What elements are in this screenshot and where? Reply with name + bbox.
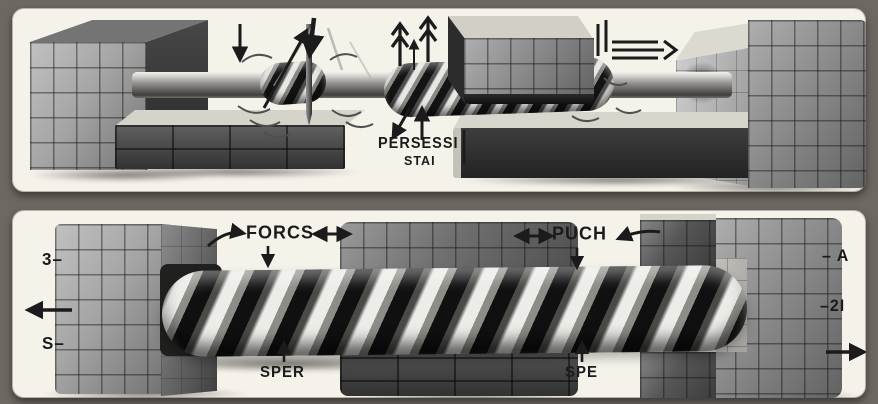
margin-right-middle-label: –2I [820, 297, 846, 316]
right-block-upper-arm [640, 220, 716, 270]
diagonal-impact-arrow-icon [262, 27, 309, 109]
force-label: FORCS [246, 221, 314, 243]
floating-block-bottom-edge [464, 94, 594, 104]
right-block-front-face [748, 20, 866, 188]
curved-right-arrow-icon [207, 222, 247, 248]
vibration-arc-icon [331, 109, 362, 117]
floating-block-side-face [448, 16, 465, 104]
needle-strike-arrow-icon [299, 17, 325, 60]
vibration-arc-icon [329, 53, 358, 61]
vibration-arc-icon [249, 119, 281, 127]
left-block-front-face [55, 224, 161, 394]
speed-lines [612, 40, 664, 60]
arrow-chevrons [390, 21, 410, 48]
right-block-front-face [712, 218, 842, 398]
right-slab-front-face [461, 128, 769, 178]
floating-block-front-face [464, 38, 594, 98]
pause-mark-icon [596, 20, 608, 56]
motion-streak-icon [349, 41, 373, 81]
left-slab-top-face [115, 110, 365, 126]
left-block-front-face [30, 42, 146, 170]
vibration-arc-icon [263, 131, 291, 138]
curved-left-arrow-icon [615, 225, 661, 242]
needle-pin [306, 24, 312, 126]
push-label: PUCH [552, 222, 608, 244]
right-slab-end-face [453, 128, 463, 178]
margin-left-top-label: 3– [42, 249, 63, 270]
top-panel-annotations [231, 15, 679, 164]
right-block-upper-arm-top-face [640, 214, 716, 222]
vibration-arc-icon [603, 77, 628, 87]
speed-lines-right-arrow-icon [612, 39, 679, 61]
down-left-arrow-icon [391, 107, 412, 141]
left-support-label: SPER [260, 363, 305, 382]
top-caption-line2: STAI [404, 153, 436, 169]
top-caption-line1: PERSESSI [378, 135, 459, 153]
right-support-label: SPE [565, 363, 599, 382]
double-chevron-up-arrow-icon [390, 21, 410, 66]
bottom-panel: 3– S– – A –2I FORCS PUCH SPER SPE [12, 210, 866, 398]
speed-arrow-head [663, 39, 679, 61]
right-slab-top-face [453, 112, 777, 129]
margin-left-bottom-label: S– [42, 333, 65, 354]
vibration-arc-icon [571, 115, 600, 122]
vibration-arc-icon [237, 105, 271, 114]
floating-block-top-face [448, 16, 594, 40]
arrow-chevrons [418, 15, 438, 42]
vibration-arc-icon [241, 53, 273, 63]
bottom-panel-annotations [24, 222, 866, 362]
left-slab-front-face [115, 125, 345, 169]
margin-right-top-label: – A [822, 247, 850, 266]
double-chevron-up-arrow-icon [418, 15, 438, 62]
motion-streak-icon [326, 27, 344, 71]
vibration-arc-icon [345, 121, 374, 128]
right-block-lower-arm [640, 352, 716, 398]
left-slab-shadow [112, 166, 362, 178]
top-panel: PERSESSI STAI [12, 8, 866, 192]
vibration-arcs [237, 53, 642, 138]
vibration-arc-icon [615, 107, 642, 114]
